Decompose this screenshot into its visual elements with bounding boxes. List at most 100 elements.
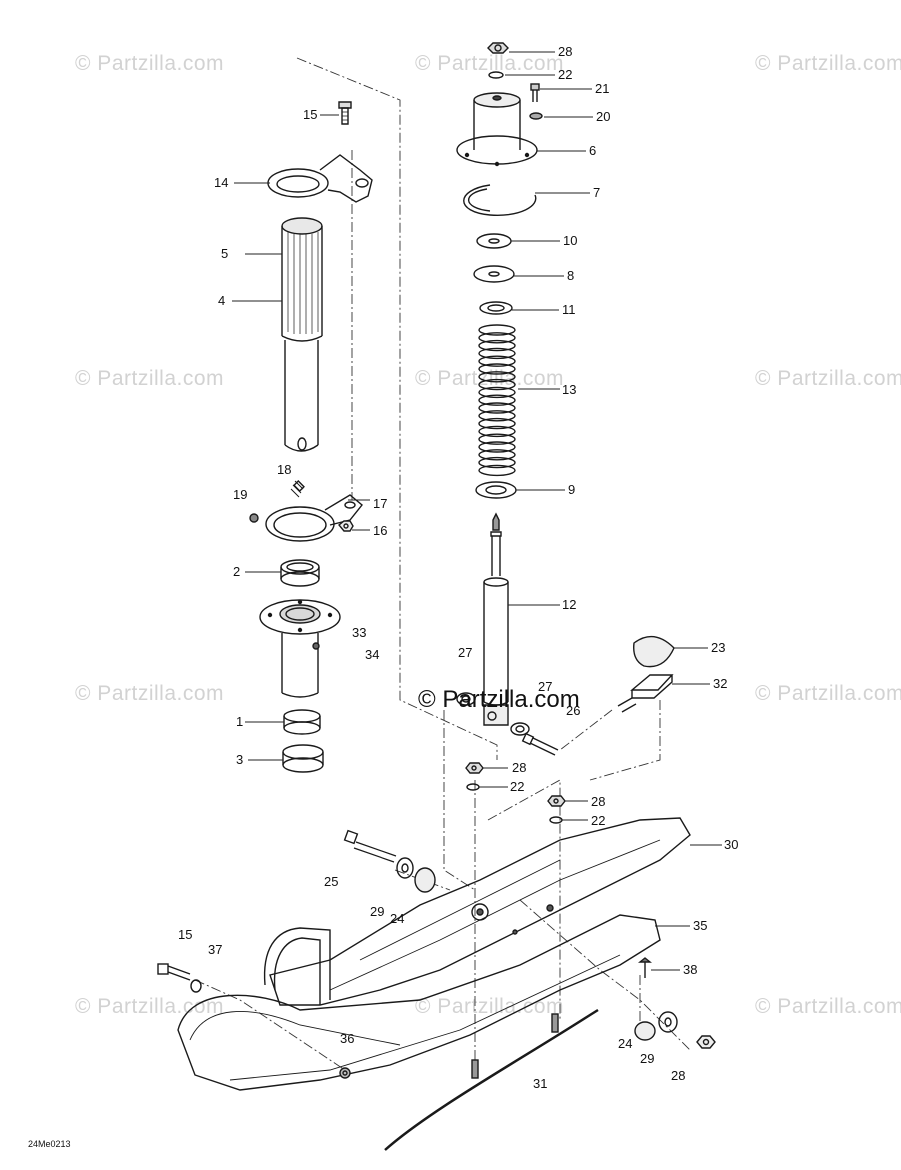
- callout-label: 6: [589, 143, 597, 158]
- spring-coil: [478, 339, 516, 352]
- ski-handle: [263, 927, 331, 1005]
- part-36-nut: [339, 1067, 351, 1079]
- spring-coil: [478, 425, 516, 438]
- watermark: © Partzilla.com: [75, 52, 225, 75]
- callout-label: 35: [693, 918, 708, 933]
- part-24-bushing-lower: [634, 1021, 656, 1041]
- callout-label: 26: [566, 703, 581, 718]
- watermark: © Partzilla.com: [755, 682, 901, 705]
- part-2-bushing: [280, 559, 320, 587]
- callout-label: 27: [538, 679, 553, 694]
- callout-label: 21: [595, 81, 610, 96]
- watermark: © Partzilla.com: [755, 52, 901, 75]
- spring-coil: [478, 347, 516, 360]
- callout-label: 8: [567, 268, 575, 283]
- spring-coil: [478, 417, 516, 430]
- spring-coil: [478, 332, 516, 344]
- callout-label: 9: [568, 482, 576, 497]
- callout-label: 10: [563, 233, 578, 248]
- callout-label: 25: [324, 874, 339, 889]
- part-31-runner: [384, 1008, 599, 1151]
- watermark: © Partzilla.com: [75, 682, 225, 705]
- callout-label: 28: [558, 44, 573, 59]
- watermark: © Partzilla.com: [75, 995, 225, 1018]
- callout-label: 18: [277, 462, 292, 477]
- part-28-nut-top: [487, 42, 509, 54]
- callout-label: 13: [562, 382, 577, 397]
- callout-label: 24: [618, 1036, 633, 1051]
- watermark: © Partzilla.com: [415, 995, 565, 1018]
- part-28-nut-right: [547, 795, 566, 807]
- callout-label: 5: [221, 246, 229, 261]
- callout-label: 32: [713, 676, 728, 691]
- watermark: © Partzilla.com: [755, 367, 901, 390]
- callout-label: 33: [352, 625, 367, 640]
- part-25-bolt: [343, 829, 397, 863]
- part-3-bushing: [282, 744, 324, 773]
- part-28-nut-lower: [696, 1035, 716, 1049]
- spring-coil: [478, 394, 516, 406]
- part-24-bushing: [414, 867, 436, 893]
- callout-label: 34: [365, 647, 380, 662]
- part-6-cap: [456, 92, 538, 167]
- part-18-screw: [290, 480, 305, 498]
- callout-label: 36: [340, 1031, 355, 1046]
- stud-runner-left: [471, 1059, 479, 1079]
- callout-label: 30: [724, 837, 739, 852]
- spring-coil: [478, 441, 516, 453]
- part-11-washer: [479, 301, 513, 315]
- part-29-washer-lower: [658, 1011, 678, 1033]
- part-21-screw: [530, 83, 540, 102]
- drawing-code: 24Me0213: [28, 1139, 71, 1149]
- spring-coil: [478, 410, 516, 422]
- part-20-washer: [529, 112, 543, 120]
- part-7-retaining-ring: [463, 184, 537, 216]
- part-13-spring: [478, 324, 516, 477]
- callout-label: 31: [533, 1076, 548, 1091]
- spring-coil: [478, 464, 516, 477]
- part-8-spring-seat: [473, 265, 515, 283]
- callout-label: 12: [562, 597, 577, 612]
- part-22-washer-top: [488, 71, 504, 79]
- watermark: © Partzilla.com: [415, 52, 565, 75]
- part-4-splined-tube: [281, 217, 323, 452]
- part-29-washer: [396, 857, 414, 879]
- watermark: © Partzilla.com: [415, 367, 565, 390]
- part-27-bushing-left: [456, 692, 476, 706]
- callout-label: 24: [390, 911, 405, 926]
- part-27-bushing-right: [510, 722, 530, 736]
- part-10-washer: [476, 233, 512, 249]
- part-32-clip: [617, 674, 674, 713]
- spring-coil: [478, 449, 516, 461]
- part-15-bolt-lower: [157, 963, 191, 981]
- callout-label: 27: [458, 645, 473, 660]
- callout-label: 22: [591, 813, 606, 828]
- part-14-bracket: [267, 154, 373, 203]
- callout-label: 29: [640, 1051, 655, 1066]
- part-38-rivet: [638, 957, 652, 978]
- spring-coil: [478, 402, 516, 414]
- callout-label: 4: [218, 293, 226, 308]
- callout-label: 22: [510, 779, 525, 794]
- callout-label: 17: [373, 496, 388, 511]
- callout-label: 16: [373, 523, 388, 538]
- part-16-nut: [338, 520, 354, 532]
- spring-coil: [478, 363, 516, 375]
- callout-label: 28: [512, 760, 527, 775]
- callout-label: 1: [236, 714, 244, 729]
- callout-label: 19: [233, 487, 248, 502]
- spring-coil: [478, 386, 516, 399]
- part-19-nut: [249, 513, 259, 523]
- leader-lines: [232, 51, 722, 971]
- part-26-bolt: [521, 732, 559, 756]
- watermark: © Partzilla.com: [755, 995, 901, 1018]
- callout-label: 22: [558, 67, 573, 82]
- alignment-lines: [194, 57, 691, 1080]
- part-17-clamp: [265, 494, 363, 542]
- callout-label: 14: [214, 175, 229, 190]
- part-33-flange-bearing: [259, 599, 341, 698]
- spring-coil: [478, 456, 516, 469]
- callout-label: 20: [596, 109, 611, 124]
- callout-label: 23: [711, 640, 726, 655]
- part-35-ski-body: [177, 914, 661, 1091]
